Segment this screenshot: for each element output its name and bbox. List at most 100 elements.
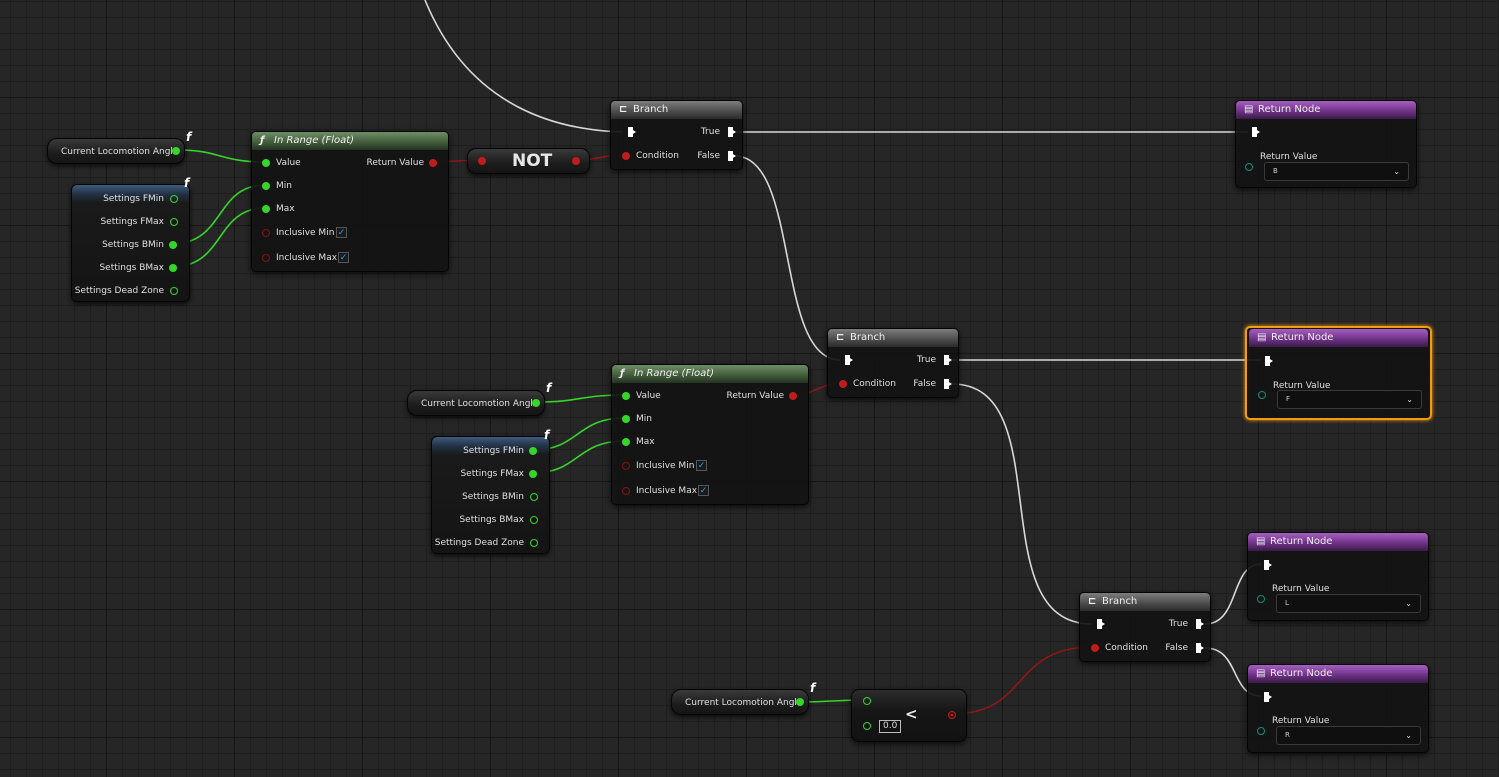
max-input-pin[interactable] <box>622 438 630 446</box>
condition-input-pin[interactable] <box>1091 644 1099 652</box>
max-label: Max <box>636 437 655 447</box>
float-output-pin[interactable] <box>169 264 177 272</box>
inclusive-min-pin[interactable] <box>622 462 630 470</box>
function-icon: f <box>184 176 190 190</box>
b-default-value-field[interactable]: 0.0 <box>879 720 902 733</box>
return-value-dropdown[interactable]: F ⌄ <box>1277 390 1422 409</box>
float-output-pin[interactable] <box>530 493 538 501</box>
less-than-node[interactable]: 0.0 < <box>851 689 967 742</box>
float-output-pin[interactable] <box>169 241 177 249</box>
float-output-pin[interactable] <box>170 287 178 295</box>
bool-output-pin[interactable] <box>789 392 797 400</box>
true-exec-pin[interactable] <box>728 127 736 137</box>
node-header: ⊏Branch <box>611 101 742 119</box>
exec-input-pin[interactable] <box>1097 619 1105 629</box>
current-locomotion-angle-node[interactable]: Current Locomotion Angle <box>407 390 545 416</box>
float-output-pin[interactable] <box>796 698 804 706</box>
true-exec-pin[interactable] <box>1196 619 1204 629</box>
function-icon: f <box>544 428 550 442</box>
branch-icon: ⊏ <box>1088 596 1097 607</box>
chevron-down-icon: ⌄ <box>1405 731 1412 740</box>
node-title: In Range (Float) <box>274 135 355 146</box>
function-icon: ƒ <box>260 135 265 146</box>
a-input-pin[interactable] <box>863 697 871 705</box>
false-exec-pin[interactable] <box>1196 643 1204 653</box>
condition-label: Condition <box>1105 643 1148 653</box>
return-value-dropdown[interactable]: B ⌄ <box>1264 162 1409 181</box>
true-label: True <box>700 127 720 137</box>
float-output-pin[interactable] <box>170 218 178 226</box>
exec-input-pin[interactable] <box>1264 692 1272 702</box>
false-label: False <box>913 379 936 389</box>
function-icon: ƒ <box>620 368 625 379</box>
float-output-pin[interactable] <box>530 516 538 524</box>
inclusive-min-checkbox[interactable]: ✓ <box>696 460 707 471</box>
return-value-dropdown[interactable]: L ⌄ <box>1276 594 1421 613</box>
bool-output-pin[interactable] <box>429 159 437 167</box>
return-node[interactable]: ▤Return Node Return Value B ⌄ <box>1235 100 1417 188</box>
exec-input-pin[interactable] <box>1264 560 1272 570</box>
inclusive-min-label: Inclusive Min <box>276 228 335 238</box>
function-icon: f <box>546 381 552 395</box>
return-node-icon: ▤ <box>1256 536 1266 547</box>
branch-node[interactable]: ⊏Branch True Condition False <box>610 100 743 170</box>
exec-input-pin[interactable] <box>1252 127 1260 137</box>
settings-getter-node[interactable]: Settings FMin Settings FMax Settings BMi… <box>71 184 190 302</box>
false-exec-pin[interactable] <box>944 379 952 389</box>
return-node[interactable]: ▤Return Node Return Value L ⌄ <box>1247 532 1429 621</box>
min-label: Min <box>276 181 292 191</box>
exec-wire-incoming <box>424 0 623 133</box>
enum-input-pin[interactable] <box>1258 391 1266 399</box>
bool-output-pin[interactable] <box>948 711 956 719</box>
not-node[interactable]: NOT <box>467 148 590 174</box>
enum-input-pin[interactable] <box>1245 163 1253 171</box>
inclusive-max-checkbox[interactable]: ✓ <box>698 485 709 496</box>
float-output-pin[interactable] <box>529 447 537 455</box>
settings-bmax-label: Settings BMax <box>459 515 524 525</box>
inclusive-max-pin[interactable] <box>262 254 270 262</box>
float-output-pin[interactable] <box>529 470 537 478</box>
variable-label: Current Locomotion Angle <box>61 147 179 157</box>
current-locomotion-angle-node[interactable]: Current Locomotion Angle <box>47 138 185 164</box>
return-value-label: Return Value <box>1272 716 1330 726</box>
false-exec-pin[interactable] <box>728 151 736 161</box>
exec-input-pin[interactable] <box>1265 356 1273 366</box>
value-input-pin[interactable] <box>262 159 270 167</box>
return-node[interactable]: ▤Return Node Return Value R ⌄ <box>1247 664 1429 753</box>
return-node-selected[interactable]: ▤Return Node Return Value F ⌄ <box>1245 326 1432 420</box>
settings-getter-node[interactable]: Settings FMin Settings FMax Settings BMi… <box>431 436 550 554</box>
current-locomotion-angle-node[interactable]: Current Locomotion Angle <box>671 689 809 715</box>
max-input-pin[interactable] <box>262 205 270 213</box>
min-input-pin[interactable] <box>622 415 630 423</box>
bool-input-pin[interactable] <box>478 157 486 165</box>
enum-input-pin[interactable] <box>1257 595 1265 603</box>
inclusive-max-pin[interactable] <box>622 487 630 495</box>
inclusive-min-checkbox[interactable]: ✓ <box>336 227 347 238</box>
node-header: ⊏Branch <box>828 329 958 347</box>
value-label: Value <box>276 158 301 168</box>
float-output-pin[interactable] <box>172 147 180 155</box>
return-value-dropdown[interactable]: R ⌄ <box>1276 726 1421 745</box>
value-input-pin[interactable] <box>622 392 630 400</box>
branch-node[interactable]: ⊏Branch True Condition False <box>827 328 959 398</box>
condition-input-pin[interactable] <box>622 152 630 160</box>
true-exec-pin[interactable] <box>944 355 952 365</box>
return-value-label: Return Value <box>1272 584 1330 594</box>
inclusive-max-checkbox[interactable]: ✓ <box>338 252 349 263</box>
float-output-pin[interactable] <box>532 399 540 407</box>
exec-input-pin[interactable] <box>845 355 853 365</box>
float-output-pin[interactable] <box>530 539 538 547</box>
bool-output-pin[interactable] <box>572 157 580 165</box>
b-input-pin[interactable] <box>863 722 871 730</box>
condition-input-pin[interactable] <box>839 380 847 388</box>
enum-input-pin[interactable] <box>1257 727 1265 735</box>
node-header: ⊏Branch <box>1080 593 1210 611</box>
exec-input-pin[interactable] <box>628 127 636 137</box>
branch-node[interactable]: ⊏Branch True Condition False <box>1079 592 1211 662</box>
inclusive-min-pin[interactable] <box>262 229 270 237</box>
float-output-pin[interactable] <box>170 195 178 203</box>
variable-label: Current Locomotion Angle <box>421 399 539 409</box>
min-input-pin[interactable] <box>262 182 270 190</box>
